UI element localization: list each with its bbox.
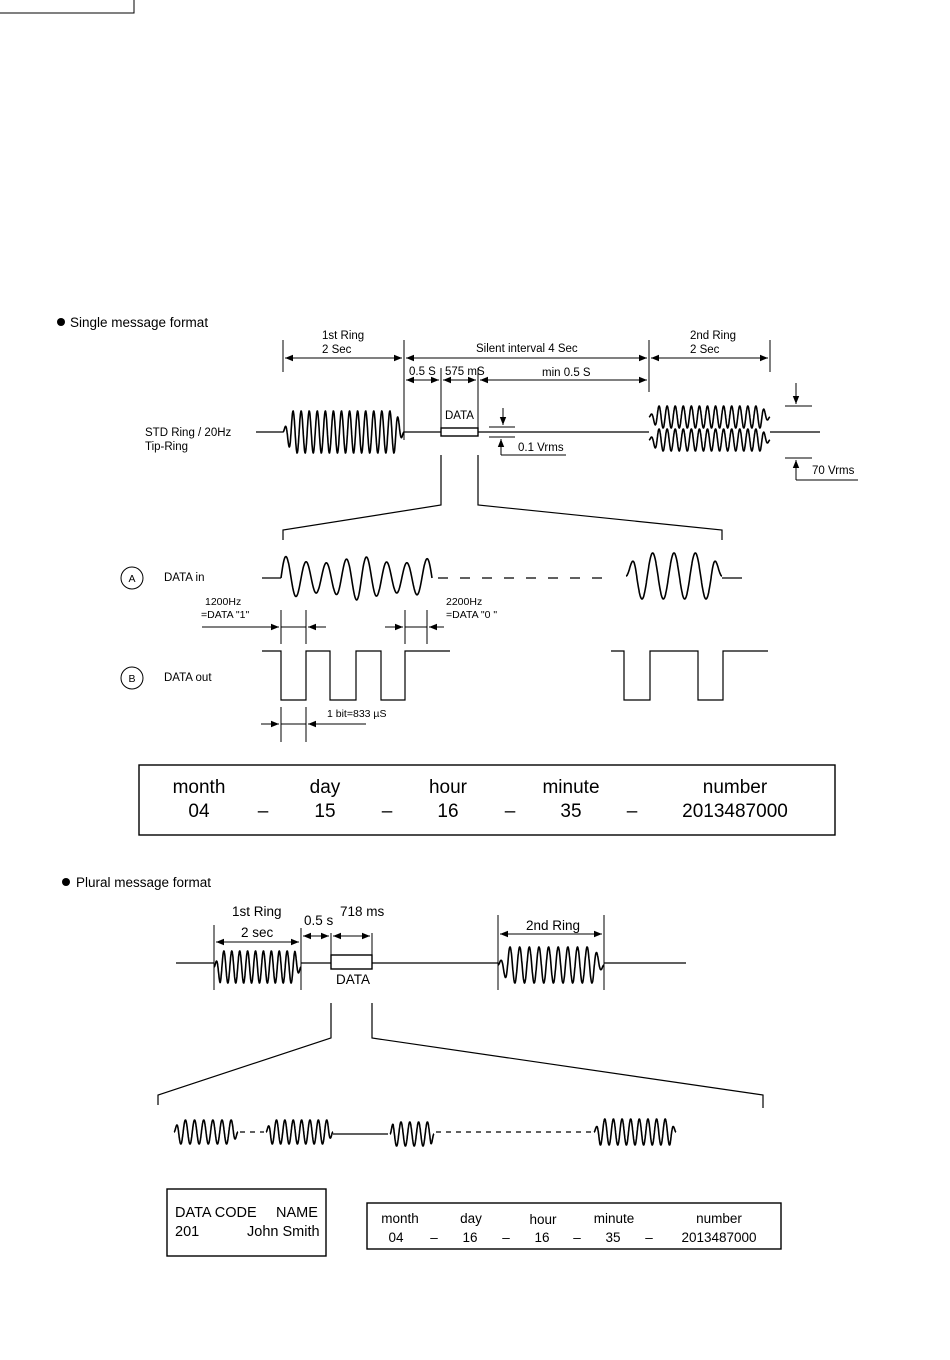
val-minute: 35 xyxy=(560,801,581,822)
tip-ring-label: Tip-Ring xyxy=(145,441,188,453)
plural-data-waveform xyxy=(389,1121,435,1147)
freq-1200-label: 1200Hz xyxy=(205,596,241,608)
data-out-label: DATA out xyxy=(164,672,212,684)
std-ring-label: STD Ring / 20Hz xyxy=(145,427,232,439)
second-ring-waveform xyxy=(648,405,771,429)
zoom-line xyxy=(282,455,442,540)
col-number: number xyxy=(696,1211,742,1226)
col-month: month xyxy=(381,1211,419,1226)
low-level-label: 0.1 Vrms xyxy=(518,442,564,454)
svg-text:A: A xyxy=(128,573,135,585)
page-corner-box xyxy=(0,0,135,14)
ring-voltage-label: 70 Vrms xyxy=(812,465,855,477)
data-code-box xyxy=(166,1188,327,1257)
second-ring-label: 2nd Ring xyxy=(690,330,736,342)
col-day: day xyxy=(310,777,341,798)
half-second-label: 0.5 S xyxy=(409,366,436,378)
zoom-line xyxy=(371,1003,764,1108)
plural-heading: Plural message format xyxy=(76,875,211,890)
data-burst-label: DATA xyxy=(445,410,474,422)
separator: – xyxy=(573,1230,581,1245)
data-burst-box xyxy=(440,427,479,437)
name-header: NAME xyxy=(276,1205,318,1221)
bullet-icon xyxy=(57,318,65,326)
plural-data-duration-label: 718 ms xyxy=(340,904,385,919)
val-month: 04 xyxy=(188,801,210,822)
data-duration-label: 575 mS xyxy=(445,366,485,378)
data-one-label: =DATA "1" xyxy=(201,609,249,621)
zoom-line xyxy=(477,455,723,540)
plural-data-label: DATA xyxy=(336,972,370,987)
first-ring-waveform xyxy=(282,410,405,454)
svg-text:B: B xyxy=(128,673,135,685)
second-ring-time: 2 Sec xyxy=(690,344,720,356)
single-heading: Single message format xyxy=(70,315,208,330)
bit-duration-label: 1 bit=833 µS xyxy=(327,708,386,720)
separator: – xyxy=(382,801,393,822)
plural-first-ring-label: 1st Ring xyxy=(232,904,282,919)
separator: – xyxy=(645,1230,653,1245)
val-day: 15 xyxy=(314,801,335,822)
plural-first-ring-time: 2 sec xyxy=(241,925,274,940)
plural-second-ring-waveform xyxy=(497,946,605,984)
val-month: 04 xyxy=(388,1230,404,1245)
data-zero-label: =DATA "0 " xyxy=(446,609,497,621)
plural-data-waveform xyxy=(593,1118,677,1146)
col-month: month xyxy=(173,777,226,798)
separator: – xyxy=(502,1230,510,1245)
zoom-line xyxy=(157,1003,332,1105)
col-hour: hour xyxy=(529,1212,557,1227)
val-day: 16 xyxy=(462,1230,477,1245)
data-out-square-wave xyxy=(611,650,768,701)
bullet-icon xyxy=(62,878,70,886)
plural-data-waveform xyxy=(265,1119,334,1145)
plural-data-table xyxy=(366,1202,782,1250)
val-number: 2013487000 xyxy=(682,801,788,822)
data-code-value: 201 xyxy=(175,1224,199,1240)
col-number: number xyxy=(703,777,768,798)
col-hour: hour xyxy=(429,777,468,798)
data-in-waveform xyxy=(625,552,723,600)
separator: – xyxy=(627,801,638,822)
col-minute: minute xyxy=(542,777,599,798)
data-in-waveform xyxy=(280,555,433,601)
val-hour: 16 xyxy=(534,1230,549,1245)
freq-2200-label: 2200Hz xyxy=(446,596,482,608)
separator: – xyxy=(258,801,269,822)
plural-half-second-label: 0.5 s xyxy=(304,913,334,928)
first-ring-time: 2 Sec xyxy=(322,344,352,356)
plural-data-waveform xyxy=(173,1119,239,1145)
plural-data-box xyxy=(330,954,373,970)
data-in-label: DATA in xyxy=(164,572,204,584)
plural-second-ring-label: 2nd Ring xyxy=(526,918,580,933)
data-code-header: DATA CODE xyxy=(175,1205,257,1221)
name-value: John Smith xyxy=(247,1224,320,1240)
col-day: day xyxy=(460,1211,482,1226)
second-ring-waveform xyxy=(648,428,771,452)
val-number: 2013487000 xyxy=(681,1230,756,1245)
silent-interval-label: Silent interval 4 Sec xyxy=(476,343,578,355)
separator: – xyxy=(430,1230,438,1245)
col-minute: minute xyxy=(594,1211,635,1226)
single-message-section: Single message format 1st Ring 2 Sec Sil… xyxy=(57,315,858,836)
val-minute: 35 xyxy=(605,1230,620,1245)
single-data-table xyxy=(138,764,836,836)
min-interval-label: min 0.5 S xyxy=(542,367,591,379)
circle-a xyxy=(120,566,144,590)
circle-b xyxy=(120,666,144,690)
first-ring-label: 1st Ring xyxy=(322,330,364,342)
plural-first-ring-waveform xyxy=(213,950,302,984)
plural-message-section: Plural message format 1st Ring 2 sec 0.5… xyxy=(62,875,782,1257)
val-hour: 16 xyxy=(437,801,458,822)
separator: – xyxy=(505,801,516,822)
data-out-square-wave xyxy=(262,650,450,701)
